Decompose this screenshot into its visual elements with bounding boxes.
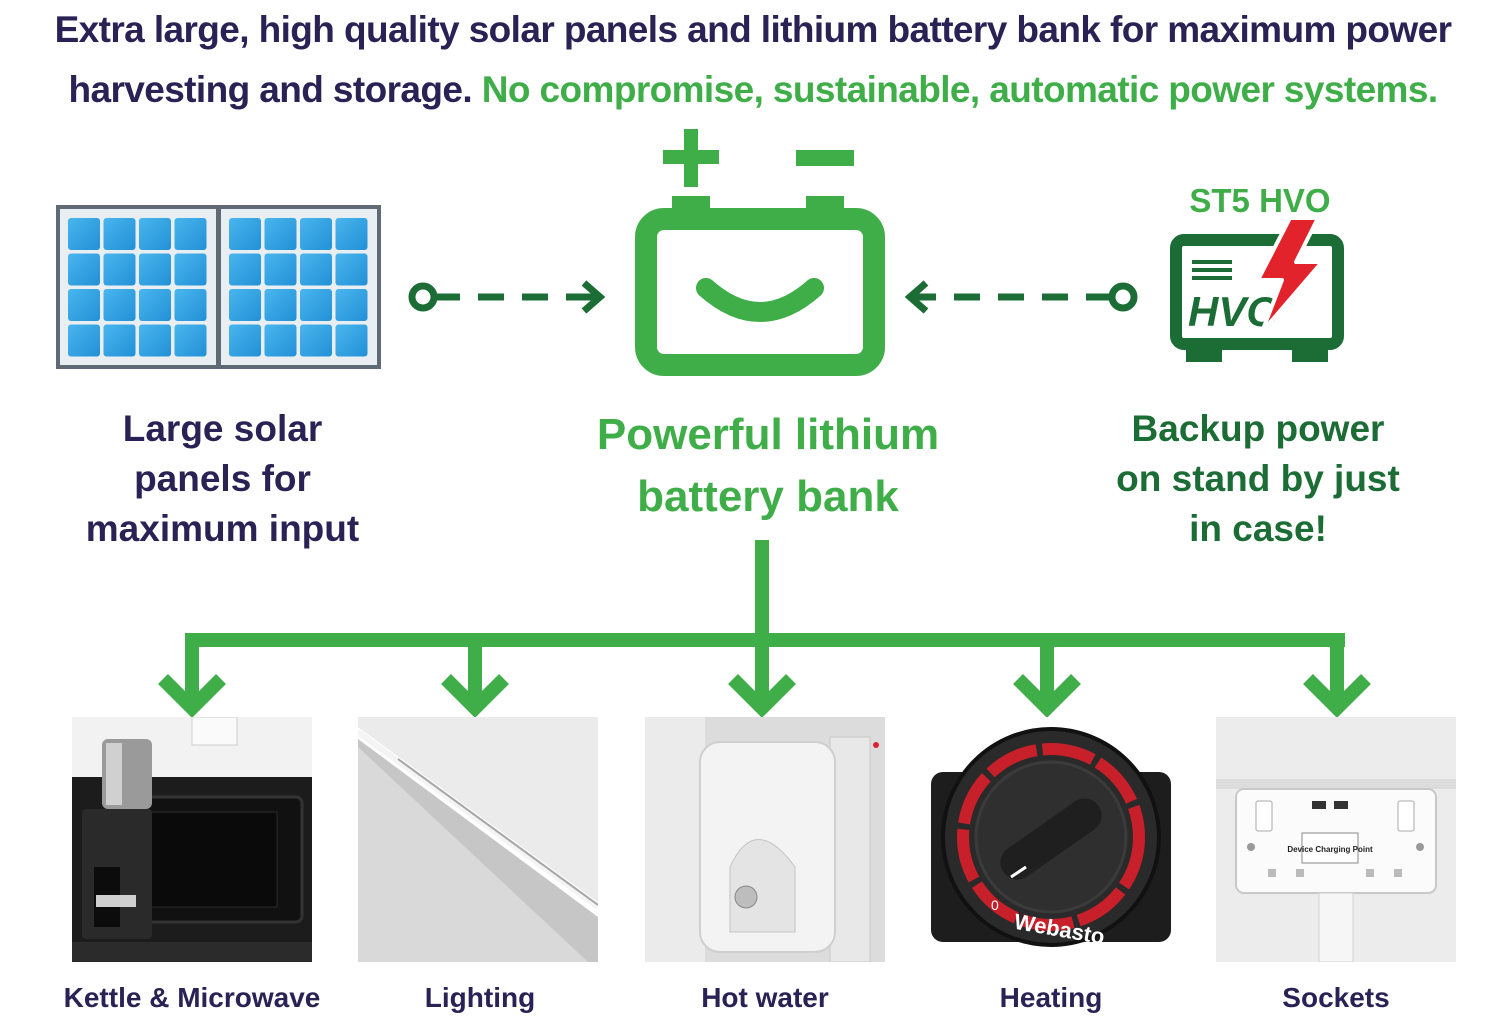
solar-cell (264, 218, 297, 250)
solar-cell (139, 324, 171, 357)
solar-cell (229, 289, 261, 321)
heating-photo: 0 Webasto (931, 717, 1171, 962)
solar-label-line: maximum input (85, 508, 360, 549)
solar-cell (103, 289, 136, 321)
solar-cell (335, 253, 368, 286)
hot-water-photo (645, 717, 885, 962)
lighting-photo (358, 717, 598, 962)
solar-cell (68, 218, 100, 250)
solar-to-battery-arrow (408, 280, 606, 314)
caption-kettle-microwave: Kettle & Microwave (63, 982, 321, 1013)
battery-icon (635, 129, 885, 376)
sockets-photo: Device Charging Point (1216, 717, 1456, 962)
solar-label: Large solar panels for maximum input (50, 404, 395, 554)
solar-cell (300, 324, 332, 357)
caption-sockets: Sockets (1282, 982, 1390, 1013)
solar-cell (174, 218, 207, 250)
generator-to-battery-arrow (904, 280, 1138, 314)
generator-icon: ST5 HVO HVO (1170, 182, 1344, 362)
kettle-microwave-photo (72, 717, 312, 962)
solar-cell (174, 289, 207, 321)
headline-line-1: Extra large, high quality solar panels a… (54, 9, 1452, 50)
device-charging-point-label: Device Charging Point (1287, 845, 1373, 854)
battery-label: Powerful lithium battery bank (560, 404, 976, 528)
solar-cell (335, 324, 368, 357)
solar-cell (103, 218, 136, 250)
backup-label: Backup power on stand by just in case! (1078, 404, 1438, 554)
solar-cell (139, 218, 171, 250)
solar-cell (174, 253, 207, 286)
solar-label-line: Large solar (122, 408, 323, 449)
solar-cell (229, 253, 261, 286)
battery-label-line: Powerful lithium (596, 410, 940, 459)
caption-heating: Heating (999, 982, 1103, 1013)
caption-lighting: Lighting (424, 982, 536, 1013)
solar-cell (264, 289, 297, 321)
headline-line-2: harvesting and storage. No compromise, s… (0, 60, 1506, 120)
solar-cell (229, 324, 261, 357)
solar-label-line: panels for (134, 458, 311, 499)
headline-line-2-green: No compromise, sustainable, automatic po… (481, 69, 1438, 110)
solar-cell (264, 253, 297, 286)
solar-cell (300, 289, 332, 321)
solar-cell (229, 218, 261, 250)
solar-cell (335, 218, 368, 250)
distribution-lines (185, 540, 1345, 706)
backup-label-line: in case! (1189, 508, 1327, 549)
backup-label-line: on stand by just (1116, 458, 1400, 499)
solar-panel-icon (56, 205, 381, 369)
solar-cell (68, 324, 100, 357)
distribution-arrowheads (158, 674, 1371, 718)
solar-cell (139, 253, 171, 286)
solar-cell (68, 253, 100, 286)
solar-cell (300, 253, 332, 286)
solar-cell (139, 289, 171, 321)
solar-cell (264, 324, 297, 357)
solar-cell (103, 253, 136, 286)
headline-line-2-dark: harvesting and storage. (68, 69, 473, 110)
solar-cell (174, 324, 207, 357)
backup-label-line: Backup power (1131, 408, 1385, 449)
solar-cell (103, 324, 136, 357)
battery-label-line: battery bank (637, 472, 899, 521)
solar-cell (300, 218, 332, 250)
solar-cell (335, 289, 368, 321)
lightning-bolt-icon (1256, 216, 1324, 334)
generator-badge: ST5 HVO (1189, 182, 1330, 219)
caption-hot-water: Hot water (701, 982, 829, 1013)
solar-cell (68, 289, 100, 321)
headline: Extra large, high quality solar panels a… (0, 0, 1506, 120)
heating-dial-zero: 0 (991, 897, 999, 913)
